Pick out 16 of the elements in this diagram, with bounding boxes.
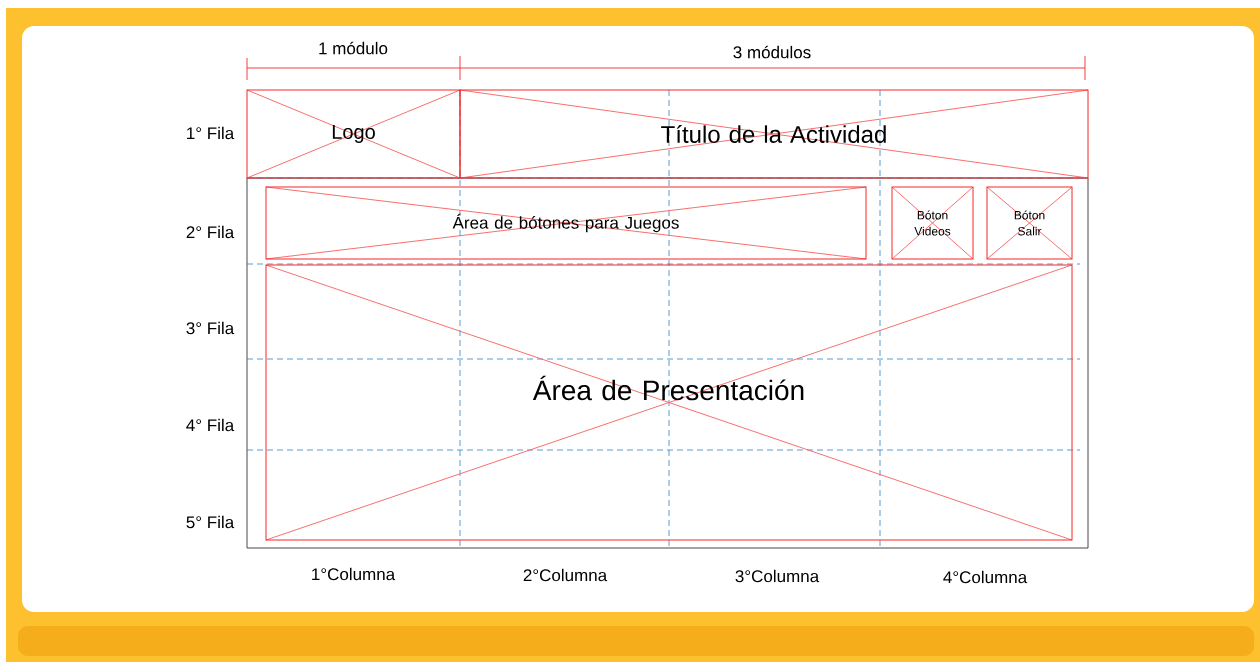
- wireframe-box: Bóton Salir: [986, 186, 1073, 260]
- row-label: 4° Fila: [186, 418, 235, 432]
- column-label: 3°Columna: [735, 569, 820, 583]
- dimension-label: 3 módulos: [733, 45, 811, 59]
- row-label: 3° Fila: [186, 321, 235, 335]
- column-label: 1°Columna: [312, 567, 396, 581]
- wireframe-box: Título de la Actividad: [459, 89, 1089, 179]
- row-label: 5° Fila: [186, 515, 235, 529]
- wireframe-box: Logo: [246, 89, 461, 179]
- wireframe-box: Área de Presentación: [265, 264, 1073, 541]
- dimension-label: 1 módulo: [319, 41, 388, 55]
- row-label: 2° Fila: [186, 225, 235, 239]
- wireframe-box: Área de bótones para Juegos: [265, 186, 867, 260]
- column-label: 2°Columna: [523, 568, 608, 582]
- wireframe-box: Bóton Videos: [891, 186, 974, 260]
- column-label: 4°Columna: [943, 570, 1028, 584]
